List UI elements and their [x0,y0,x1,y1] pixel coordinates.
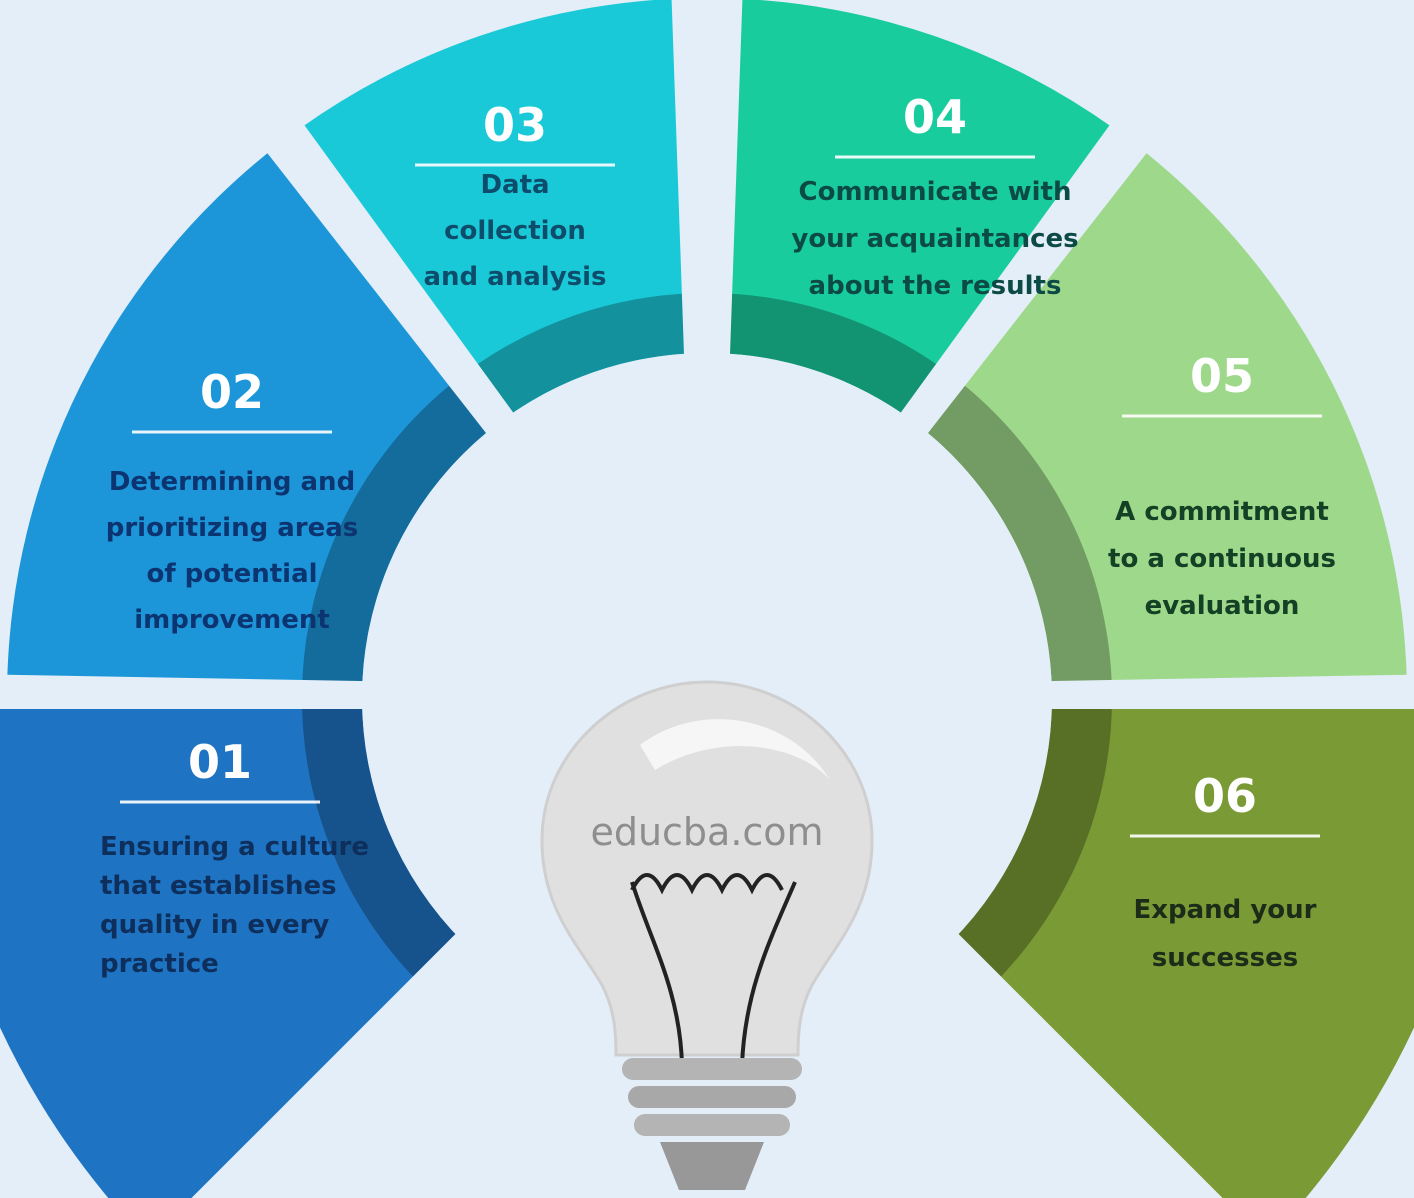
segment-01-band [302,698,464,985]
step-02-number: 02 [200,365,264,419]
step-06-text-line: successes [1152,943,1299,973]
step-04-text-line: Communicate with [799,177,1072,207]
segment-divider [261,131,507,437]
step-03-text-line: Data [480,170,549,200]
step-05-text-line: to a continuous [1108,544,1336,574]
step-01-text-line: Ensuring a culture [100,832,369,862]
step-02-text-line: improvement [134,605,330,635]
step-04-text-line: about the results [809,271,1062,301]
step-05-text-line: A commitment [1115,497,1329,527]
watermark-text: educba.com [590,810,823,854]
segment-02-band [302,378,495,692]
segment-divider [897,117,1134,430]
step-04-text-line: your acquaintances [791,224,1078,254]
step-04-number: 04 [903,90,967,144]
step-01-text-line: practice [100,949,219,979]
step-02-text-line: of potential [146,559,317,589]
segment-06-band [950,698,1112,985]
step-02-text-line: prioritizing areas [106,513,359,543]
step-03-text-line: collection [444,216,586,246]
step-05-number: 05 [1190,349,1254,403]
step-03-number: 03 [483,98,547,152]
step-01-text-line: quality in every [100,910,329,940]
segment-04-band [719,293,946,419]
step-01-text-line: that establishes [100,871,337,901]
segment-divider [191,930,475,1198]
step-05-text-line: evaluation [1145,591,1300,621]
segment-divider [707,0,743,359]
segment-05-band [919,378,1112,692]
segment-divider [939,930,1223,1198]
lightbulb-icon: educba.com [540,680,874,1190]
segment-03-band [468,293,695,419]
segment-divider [907,131,1153,437]
step-06-number: 06 [1193,769,1257,823]
segment-divider [671,0,707,359]
segment-divider [280,117,517,430]
step-01-number: 01 [188,735,252,789]
segment-divider [0,674,368,704]
step-03-text-line: and analysis [423,262,606,292]
step-02-text-line: Determining and [109,467,355,497]
step-06-text-line: Expand your [1133,895,1316,925]
